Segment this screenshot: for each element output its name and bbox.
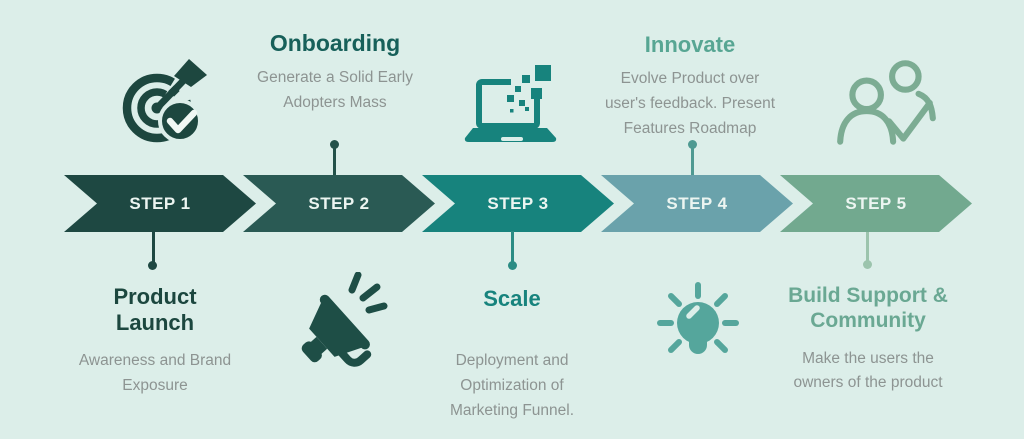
step-1-description: Awareness and Brand Exposure [78, 351, 232, 394]
step-3-description: Deployment and Optimization of Marketing… [449, 351, 575, 419]
step-2-title: Onboarding [269, 30, 401, 56]
chevron-step-1: STEP 1 [64, 175, 256, 232]
step-4-title: Innovate [644, 32, 736, 57]
callout-step-4: Innovate Evolve Product over user's feed… [572, 32, 808, 141]
laptop-pixels-icon [463, 60, 568, 150]
connector-dot-step-5 [863, 260, 872, 269]
people-check-icon [830, 58, 942, 157]
step-1-title: Product Launch [113, 284, 197, 335]
megaphone-icon [295, 271, 390, 375]
step-1-label: STEP 1 [129, 193, 191, 213]
lightbulb-icon [652, 277, 744, 380]
connector-line-step-1 [152, 231, 155, 263]
connector-dot-step-1 [148, 261, 157, 270]
callout-step-5: Build Support & Community Make the users… [740, 284, 996, 396]
step-5-description: Make the users the owners of the product [793, 349, 943, 392]
connector-line-step-2 [333, 148, 336, 175]
chevron-step-5: STEP 5 [780, 175, 972, 232]
connector-dot-step-4 [688, 140, 697, 149]
step-5-title: Build Support & Community [788, 284, 948, 332]
chevron-step-2: STEP 2 [243, 175, 435, 232]
connector-line-step-5 [866, 232, 869, 262]
chevron-step-3: STEP 3 [422, 175, 614, 232]
connector-line-step-3 [511, 231, 514, 263]
connector-dot-step-3 [508, 261, 517, 270]
step-3-title: Scale [483, 286, 541, 311]
callout-step-1: Product Launch Awareness and Brand Expos… [45, 284, 265, 399]
step-5-label: STEP 5 [845, 193, 907, 213]
step-4-label: STEP 4 [666, 193, 728, 213]
step-4-description: Evolve Product over user's feedback. Pre… [604, 69, 776, 137]
chevron-step-4: STEP 4 [601, 175, 793, 232]
callout-step-3: Scale Deployment and Optimization of Mar… [402, 286, 622, 423]
step-2-description: Generate a Solid Early Adopters Mass [257, 69, 413, 111]
step-3-label: STEP 3 [487, 193, 549, 213]
callout-step-2: Onboarding Generate a Solid Early Adopte… [215, 30, 455, 116]
step-2-label: STEP 2 [308, 193, 370, 213]
connector-dot-step-2 [330, 140, 339, 149]
connector-line-step-4 [691, 148, 694, 175]
dartboard-dart-check-icon [113, 58, 215, 158]
